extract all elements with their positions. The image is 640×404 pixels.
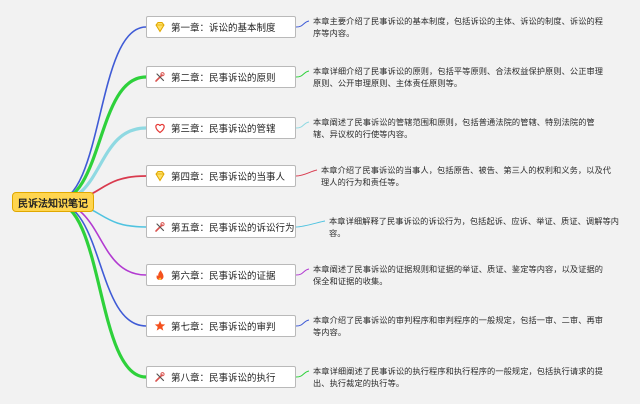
chapter-topic[interactable]: 第一章：诉讼的基本制度 bbox=[146, 16, 296, 38]
chapter-topic[interactable]: 第七章：民事诉讼的审判 bbox=[146, 315, 296, 337]
branch-line bbox=[53, 26, 147, 203]
fire-icon bbox=[154, 269, 166, 281]
chapter-title: 第六章：民事诉讼的证据 bbox=[171, 271, 276, 282]
chapter-topic[interactable]: 第六章：民事诉讼的证据 bbox=[146, 264, 296, 286]
description-connector bbox=[295, 70, 310, 78]
chapter-title: 第一章：诉讼的基本制度 bbox=[171, 23, 276, 34]
chapter-description[interactable]: 本章详细阐述了民事诉讼的执行程序和执行程序的一般规定，包括执行请求的提 出、执行… bbox=[313, 366, 604, 388]
chapter-title: 第三章：民事诉讼的管辖 bbox=[171, 124, 276, 135]
chapter-title: 第八章：民事诉讼的执行 bbox=[171, 373, 276, 384]
tools-icon bbox=[154, 221, 166, 233]
chapter-description[interactable]: 本章介绍了民事诉讼的审判程序和审判程序的一般规定，包括一审、二审、再审 等内容。 bbox=[313, 315, 604, 337]
chapter-description[interactable]: 本章详细介绍了民事诉讼的原则，包括平等原则、合法权益保护原则、公正审理 原则、公… bbox=[313, 66, 604, 88]
branch-line bbox=[52, 75, 148, 204]
chapter-topic[interactable]: 第八章：民事诉讼的执行 bbox=[146, 366, 296, 388]
chapter-topic[interactable]: 第五章：民事诉讼的诉讼行为 bbox=[146, 216, 296, 238]
chapter-title: 第四章：民事诉讼的当事人 bbox=[171, 172, 286, 183]
chapter-title: 第七章：民事诉讼的审判 bbox=[171, 322, 276, 333]
heart-icon bbox=[154, 122, 166, 134]
description-connector bbox=[295, 370, 310, 378]
chapter-description[interactable]: 本章介绍了民事诉讼的当事人，包括原告、被告、第三人的权利和义务，以及代 理人的行… bbox=[321, 165, 612, 187]
description-connector bbox=[295, 20, 310, 28]
chapter-description[interactable]: 本章主要介绍了民事诉讼的基本制度，包括诉讼的主体、诉讼的制度、诉讼的程 序等内容… bbox=[313, 16, 604, 38]
description-connector bbox=[295, 268, 310, 276]
chapter-description[interactable]: 本章阐述了民事诉讼的管辖范围和原则，包括普通法院的管辖、特别法院的管 辖、异议权… bbox=[313, 117, 595, 139]
diamond-icon bbox=[154, 170, 166, 182]
diamond-icon bbox=[154, 21, 166, 33]
chapter-topic[interactable]: 第二章：民事诉讼的原则 bbox=[146, 66, 296, 88]
tools-icon bbox=[154, 71, 166, 83]
root-topic[interactable]: 民诉法知识笔记 bbox=[12, 192, 94, 212]
chapter-title: 第二章：民事诉讼的原则 bbox=[171, 73, 276, 84]
description-connector bbox=[295, 121, 310, 129]
star-icon bbox=[154, 320, 166, 332]
chapter-description[interactable]: 本章详细解释了民事诉讼的诉讼行为，包括起诉、应诉、举证、质证、调解等内 容。 bbox=[329, 216, 620, 238]
tools-icon bbox=[154, 371, 166, 383]
chapter-topic[interactable]: 第三章：民事诉讼的管辖 bbox=[146, 117, 296, 139]
description-connector bbox=[295, 220, 326, 228]
branch-line bbox=[53, 201, 147, 327]
description-connector bbox=[295, 169, 318, 177]
description-connector bbox=[295, 319, 310, 327]
branch-line bbox=[52, 200, 148, 379]
chapter-description[interactable]: 本章阐述了民事诉讼的证据规则和证据的举证、质证、鉴定等内容，以及证据的 保全和证… bbox=[313, 264, 604, 286]
chapter-topic[interactable]: 第四章：民事诉讼的当事人 bbox=[146, 165, 296, 187]
chapter-title: 第五章：民事诉讼的诉讼行为 bbox=[171, 223, 295, 234]
